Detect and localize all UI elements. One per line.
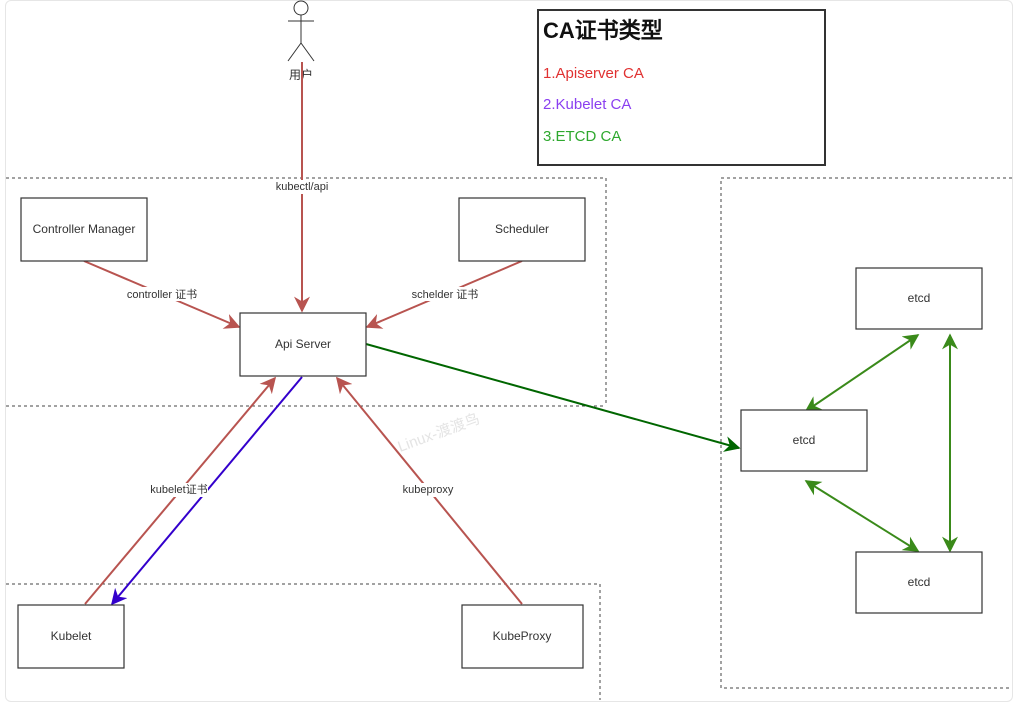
user-actor-icon (287, 0, 315, 62)
edge-label-kubelet: kubelet证书 (150, 483, 208, 497)
svg-text:controller 证书: controller 证书 (127, 288, 197, 301)
edge-label-scheduler: schelder 证书 (408, 287, 482, 301)
svg-text:kubeproxy: kubeproxy (403, 484, 454, 496)
svg-text:kubelet证书: kubelet证书 (150, 483, 207, 496)
control-plane-group (6, 177, 607, 407)
watermark: Linux-渡渡鸟 (396, 410, 482, 455)
legend-item-etcd: 3.ETCD CA (543, 128, 621, 145)
svg-text:Scheduler: Scheduler (495, 222, 549, 236)
svg-text:Controller Manager: Controller Manager (33, 222, 136, 236)
canvas-frame (5, 0, 1013, 702)
worker-node-group (6, 583, 601, 700)
etcd-cluster-group (720, 177, 1012, 689)
node-kubelet[interactable]: Kubelet (17, 604, 125, 669)
node-etcd-top[interactable]: etcd (855, 267, 983, 330)
node-controller-manager[interactable]: Controller Manager (20, 197, 148, 262)
legend-item-apiserver: 1.Apiserver CA (543, 65, 644, 82)
legend-box: CA证书类型 1.Apiserver CA 2.Kubelet CA 3.ETC… (537, 9, 826, 166)
svg-text:Api Server: Api Server (275, 337, 331, 351)
svg-text:etcd: etcd (793, 433, 816, 447)
edge-etcd-mid-bottom (804, 480, 920, 552)
svg-text:schelder 证书: schelder 证书 (412, 288, 479, 301)
svg-text:KubeProxy: KubeProxy (493, 629, 552, 643)
node-kubeproxy[interactable]: KubeProxy (461, 604, 584, 669)
node-etcd-mid[interactable]: etcd (740, 409, 868, 472)
svg-text:etcd: etcd (908, 575, 931, 589)
svg-text:Kubelet: Kubelet (51, 629, 92, 643)
edge-etcd-mid-top (804, 334, 920, 412)
legend-item-kubelet: 2.Kubelet CA (543, 96, 631, 113)
node-scheduler[interactable]: Scheduler (458, 197, 586, 262)
svg-text:etcd: etcd (908, 291, 931, 305)
node-api-server[interactable]: Api Server (239, 312, 367, 377)
svg-text:kubectl/api: kubectl/api (276, 181, 329, 193)
edge-label-controller: controller 证书 (122, 287, 202, 301)
edge-api-to-etcd (365, 343, 741, 452)
legend-title: CA证书类型 (543, 18, 663, 43)
edge-label-kubectl: kubectl/api (272, 180, 334, 194)
node-etcd-bottom[interactable]: etcd (855, 551, 983, 614)
edge-label-kubeproxy: kubeproxy (398, 483, 458, 497)
